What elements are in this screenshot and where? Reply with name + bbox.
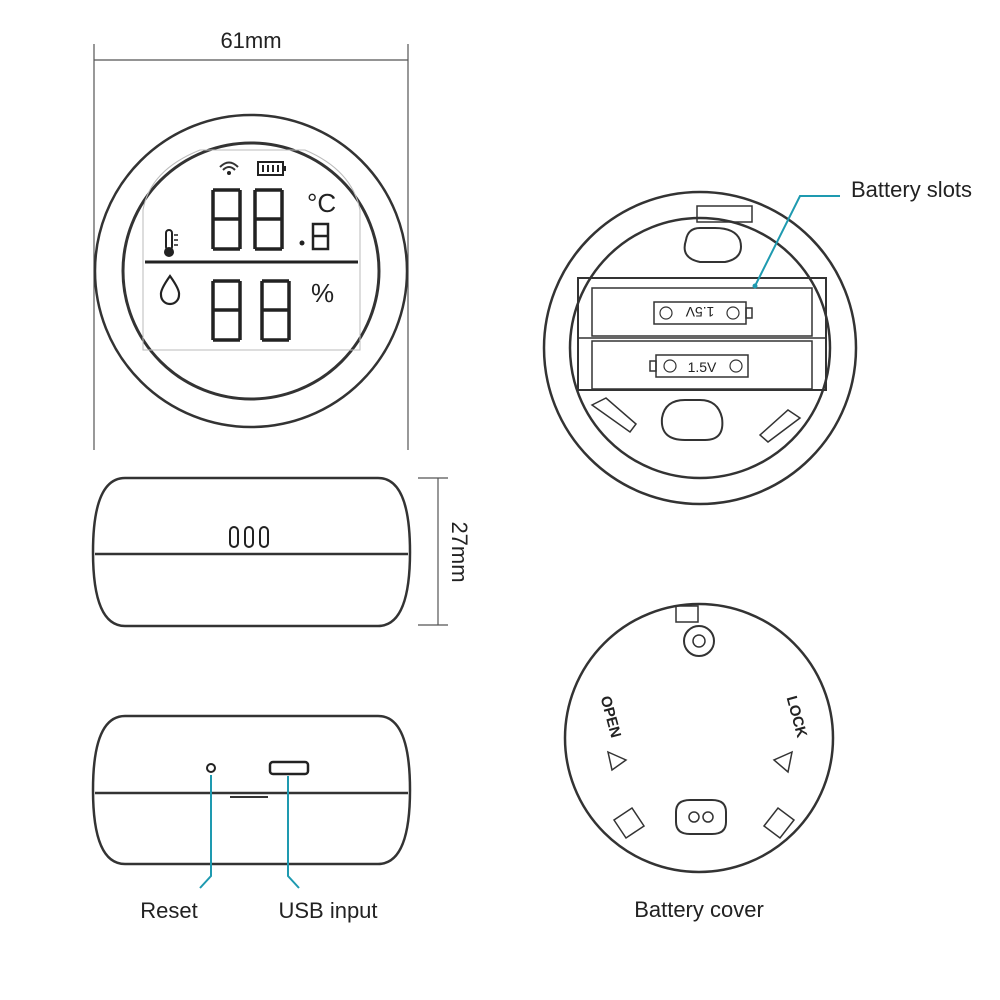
reset-callout-line	[199, 775, 212, 889]
usb-callout-line	[287, 776, 300, 889]
ports-view	[91, 714, 412, 889]
reset-hole	[206, 763, 216, 773]
open-arrow-icon	[606, 750, 628, 772]
battery-cover-label: Battery cover	[634, 897, 764, 922]
lock-label: LOCK	[783, 694, 810, 740]
thermometer-icon	[164, 229, 178, 257]
cell-a-voltage: 1.5V	[685, 304, 714, 320]
wifi-icon	[219, 161, 239, 175]
battery-level-icon	[257, 161, 286, 176]
humidity-unit-label: %	[311, 278, 334, 308]
battery-slots-label: Battery slots	[851, 177, 972, 202]
usb-port	[268, 760, 310, 776]
temperature-digits	[211, 188, 330, 251]
battery-cover-view: OPEN LOCK	[563, 602, 835, 874]
height-label: 27mm	[447, 521, 472, 582]
front-view: °C %	[93, 113, 409, 429]
humidity-drop-icon	[159, 274, 181, 306]
width-label: 61mm	[220, 28, 281, 53]
cell-b-voltage: 1.5V	[688, 359, 717, 375]
usb-input-label: USB input	[278, 898, 377, 923]
lock-arrow-icon	[772, 750, 794, 774]
temp-unit-label: °C	[307, 188, 336, 218]
reset-label: Reset	[140, 898, 197, 923]
width-dimension: 61mm	[93, 28, 409, 450]
battery-compartment-view: 1.5V 1.5V	[542, 190, 858, 506]
battery-slots-callout-line	[754, 195, 840, 287]
height-dimension: 27mm	[418, 477, 472, 626]
side-view	[91, 476, 412, 628]
humidity-digits	[211, 279, 291, 342]
open-label: OPEN	[597, 694, 624, 739]
